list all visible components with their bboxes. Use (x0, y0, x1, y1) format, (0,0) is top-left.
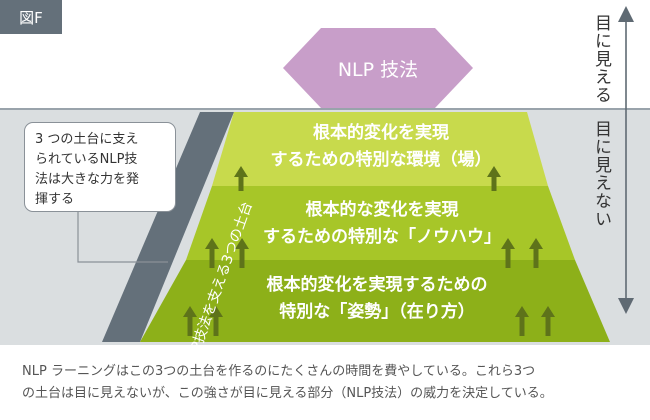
upward-arrow (235, 238, 249, 268)
callout-connector-line (77, 212, 168, 263)
tier-environment-text: 根本的変化を実現 するための特別な環境（場） (236, 120, 526, 174)
visibility-axis (618, 6, 634, 314)
pyramid-tier-attitude (140, 260, 610, 342)
caption-line-2: の土台は目に見えないが、この強さが目に見える部分（NLP技法）の威力を決定してい… (22, 386, 553, 401)
axis-down-arrow-icon (618, 298, 634, 314)
tier-environment-line-2: するための特別な環境（場） (270, 150, 492, 170)
callout-line-2: られているNLP技 (35, 152, 138, 167)
visible-label: 目に見える (591, 14, 611, 104)
upward-arrows (183, 166, 555, 336)
tier-knowhow-line-2: するための特別な「ノウハウ」 (263, 227, 501, 247)
callout-line-4: 揮する (35, 192, 75, 207)
caption: NLP ラーニングはこの3つの土台を作るのにたくさんの時間を費やしている。これら… (22, 361, 638, 405)
tier-knowhow-line-1: 根本的な変化を実現 (305, 200, 459, 220)
nlp-technique-peak: NLP 技法 (283, 28, 473, 108)
tier-attitude-text: 根本的変化を実現するための 特別な「姿勢」（在り方） (222, 272, 532, 326)
pyramid-tier-environment (212, 112, 548, 186)
upward-arrow (501, 238, 515, 268)
invisible-label: 目に見えない (591, 120, 611, 228)
pyramid-tier-knowhow (186, 186, 575, 260)
callout-line-3: 法は大きな力を発 (35, 172, 140, 187)
upward-arrow (183, 306, 197, 336)
callout-box: 3 つの土台に支え られているNLP技 法は大きな力を発 揮する (24, 122, 176, 212)
caption-line-1: NLP ラーニングはこの3つの土台を作るのにたくさんの時間を費やしている。これら… (22, 364, 536, 379)
upward-arrow (487, 166, 501, 191)
tier-attitude-line-2: 特別な「姿勢」（在り方） (279, 302, 475, 322)
tier-knowhow-text: 根本的な変化を実現 するための特別な「ノウハウ」 (232, 197, 532, 251)
figure-label: 図F (0, 0, 62, 34)
tier-environment-line-1: 根本的変化を実現 (313, 123, 449, 143)
upward-arrow (209, 306, 223, 336)
upward-arrow (205, 238, 219, 268)
foundation-band (102, 112, 234, 342)
axis-up-arrow-icon (618, 6, 634, 22)
upward-arrow (515, 306, 529, 336)
tier-attitude-line-1: 根本的変化を実現するための (266, 275, 488, 295)
upward-arrow (529, 238, 543, 268)
upward-arrow (541, 306, 555, 336)
upward-arrow (234, 166, 248, 191)
callout-line-1: 3 つの土台に支え (35, 132, 139, 147)
